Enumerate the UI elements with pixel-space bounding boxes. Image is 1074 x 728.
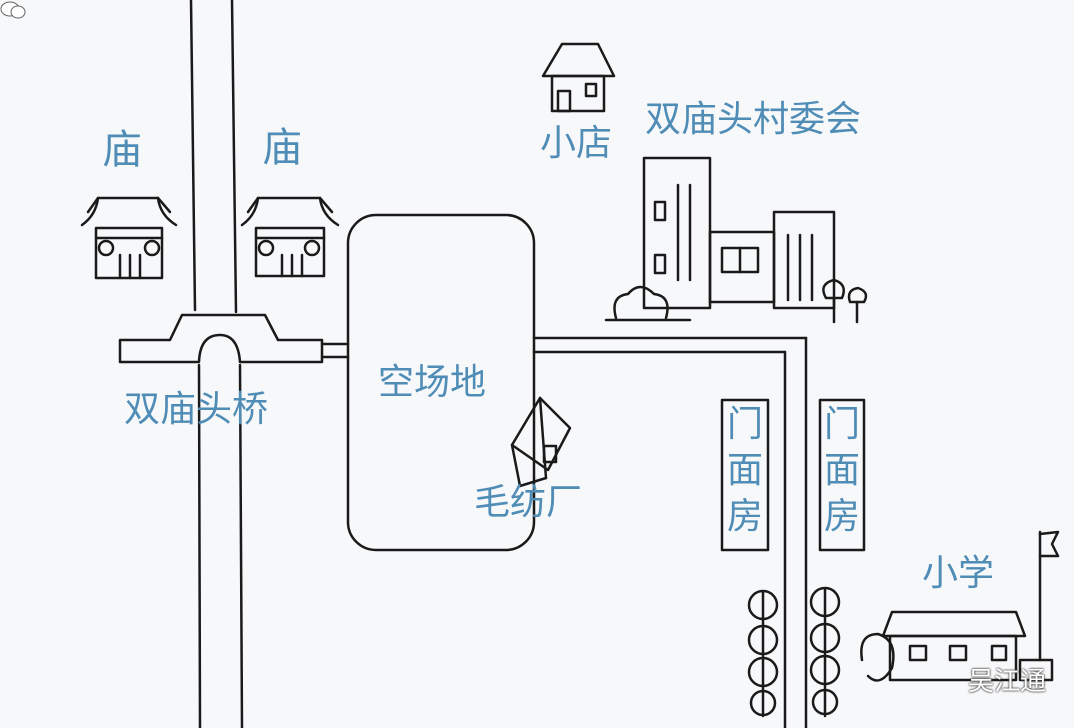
temple-right-label: 庙 [262, 125, 302, 171]
open-space-label: 空场地 [378, 362, 487, 403]
village-committee-label: 双庙头村委会 [645, 99, 862, 140]
watermark-text: 吴江通 [967, 667, 1046, 697]
shop-drawing [541, 42, 616, 113]
temple-right-drawing [240, 196, 340, 278]
storefront-right-label: 门面房 [823, 404, 860, 537]
wool-factory-drawing [510, 396, 572, 488]
tree-row-right [809, 586, 841, 718]
storefront-left-outline [720, 398, 770, 552]
wool-factory-label: 毛纺厂 [474, 482, 583, 523]
temple-left-drawing [80, 196, 178, 280]
east-road [532, 336, 808, 728]
tree-row-left [747, 589, 779, 718]
village-committee-drawing [604, 156, 868, 324]
wechat-icon [0, 1, 26, 19]
temple-left-label: 庙 [102, 127, 142, 173]
storefront-left-label: 门面房 [726, 404, 763, 537]
shop-label: 小店 [540, 123, 613, 164]
main-road [189, 0, 244, 728]
school-label: 小学 [922, 553, 995, 594]
school-drawing [860, 530, 1060, 682]
storefront-right-outline [818, 398, 866, 552]
bridge-label: 双庙头桥 [124, 389, 269, 430]
bridge [118, 313, 350, 364]
open-space-area [346, 213, 536, 552]
